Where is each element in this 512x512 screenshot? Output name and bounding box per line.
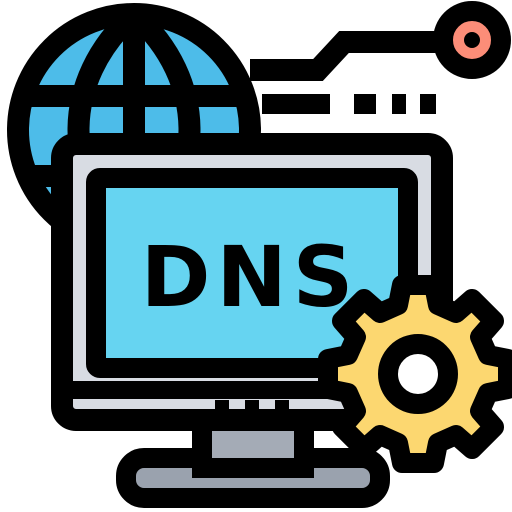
- connection-node-icon: [250, 1, 511, 114]
- gear-icon: [318, 275, 512, 473]
- screen-label: DNS: [141, 228, 360, 326]
